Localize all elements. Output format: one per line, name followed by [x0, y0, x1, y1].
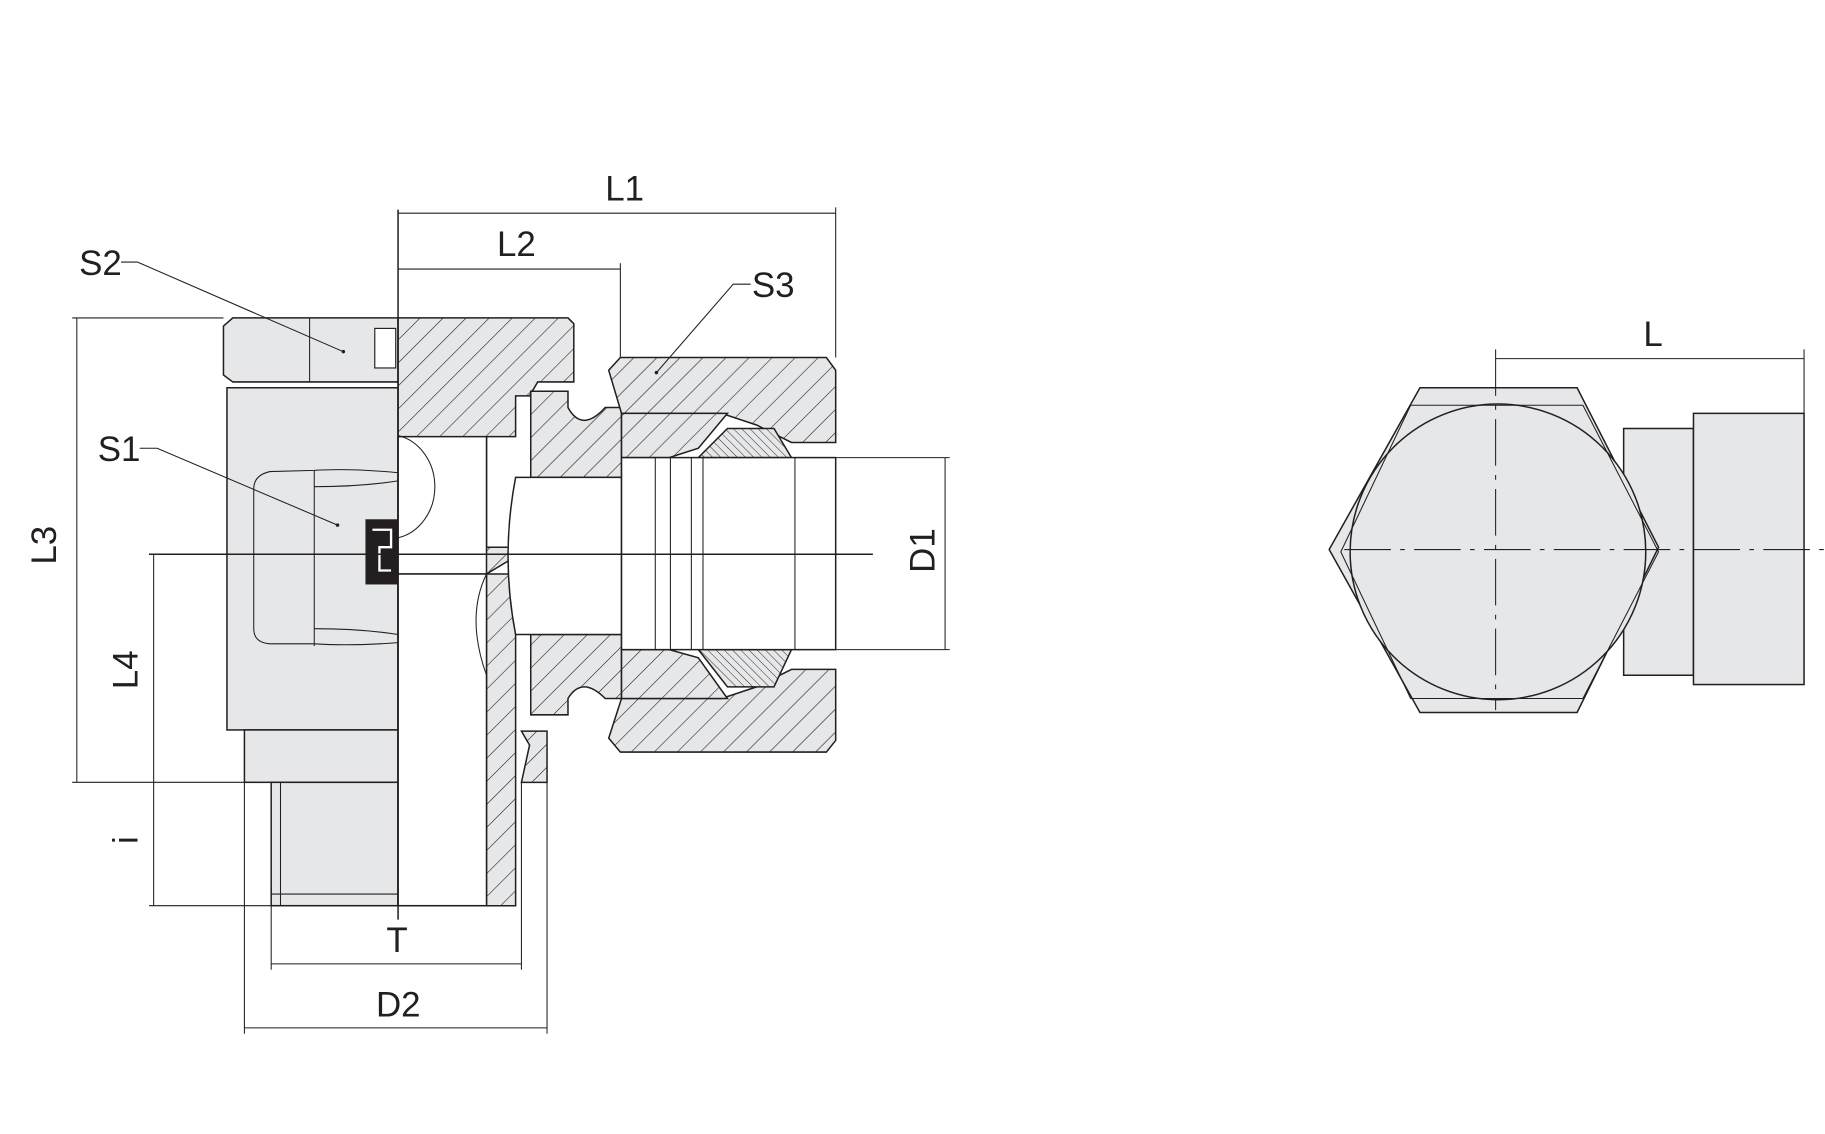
dim-D1: D1 [904, 528, 943, 573]
dim-L2: L2 [497, 225, 536, 264]
dim-T: T [386, 921, 407, 960]
dim-i: i [106, 836, 145, 844]
dimensions: L1 L2 L3 L4 i T D2 D1 S2 S1 S3 [25, 169, 950, 1034]
dim-L: L [1643, 315, 1662, 354]
thread-stud [270, 781, 399, 907]
dim-D2: D2 [376, 985, 421, 1024]
label-S3: S3 [752, 266, 795, 305]
label-S2: S2 [79, 244, 122, 283]
dim-L3: L3 [25, 526, 64, 565]
end-view: L [1328, 315, 1825, 714]
dim-L1: L1 [605, 169, 644, 208]
body-section [397, 317, 837, 907]
seal-symbol-icon [374, 327, 397, 369]
bore [397, 435, 488, 575]
dim-L4: L4 [106, 650, 145, 689]
label-S1: S1 [98, 430, 141, 469]
body-exterior [222, 317, 399, 907]
s2-hex-nut [222, 317, 399, 383]
